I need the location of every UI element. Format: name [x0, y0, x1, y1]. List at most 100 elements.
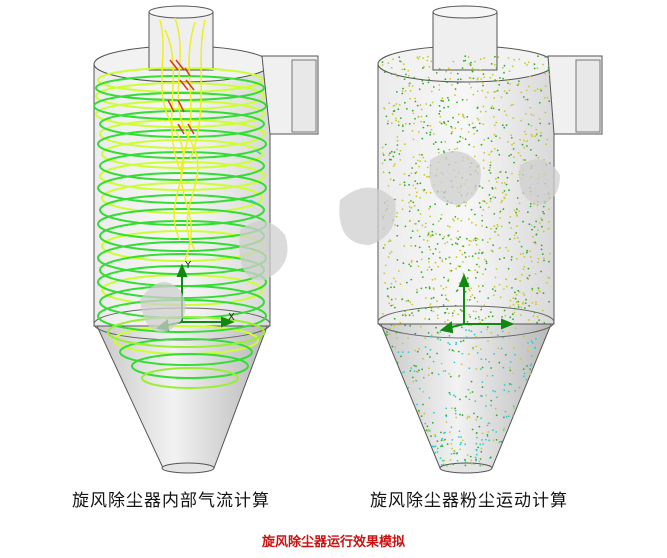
dust-particle [423, 121, 425, 123]
dust-particle [457, 238, 460, 241]
dust-particle [491, 288, 494, 290]
dust-particle [399, 60, 401, 62]
dust-particle [478, 252, 480, 254]
dust-particle [396, 144, 399, 146]
dust-particle [496, 181, 498, 183]
dust-particle [460, 219, 463, 222]
dust-particle [512, 414, 514, 417]
dust-particle [428, 287, 431, 290]
dust-particle [493, 97, 496, 99]
dust-particle [468, 329, 471, 332]
dust-particle [525, 133, 527, 136]
dust-particle [461, 439, 464, 442]
dust-particle [505, 92, 508, 94]
dust-particle [537, 55, 539, 58]
dust-particle [455, 237, 458, 239]
dust-particle [494, 187, 497, 190]
dust-particle [414, 349, 417, 352]
dust-particle [502, 77, 504, 80]
airflow-streamlines [93, 17, 267, 389]
dust-particle [474, 269, 477, 271]
dust-particle [525, 378, 528, 381]
dust-particle [440, 141, 443, 144]
dust-particle [480, 78, 483, 80]
dust-particle [395, 103, 398, 105]
dust-particle [442, 370, 445, 372]
dust-particle [472, 126, 475, 129]
dust-particle [515, 232, 518, 234]
dust-particle [488, 180, 490, 182]
dust-particle [503, 126, 506, 129]
dust-particle [482, 84, 484, 87]
dust-particle [496, 396, 498, 399]
dust-particle [461, 310, 463, 312]
dust-particle [418, 153, 421, 156]
dust-particle [456, 459, 459, 462]
dust-particle [522, 292, 525, 295]
dust-particle [445, 258, 447, 260]
dust-particle [475, 336, 477, 338]
dust-particle [504, 354, 507, 356]
dust-particle [534, 135, 537, 138]
dust-particle [461, 414, 464, 417]
dust-particle [509, 83, 512, 85]
dust-particle [420, 120, 422, 123]
dust-particle [391, 345, 394, 348]
dust-particle [541, 253, 544, 256]
dust-particle [417, 265, 420, 268]
dust-particle [422, 390, 425, 393]
dust-particle [529, 373, 532, 376]
dust-particle [477, 316, 480, 318]
dust-particle [414, 100, 417, 103]
dust-particle [487, 297, 490, 299]
dust-particle [492, 389, 494, 392]
dust-particle [537, 229, 539, 232]
dust-particle [473, 462, 476, 465]
dust-particle [401, 372, 403, 374]
dust-particle [445, 407, 448, 410]
dust-particle [394, 298, 397, 300]
dust-particle [438, 251, 441, 254]
dust-particle [404, 225, 407, 228]
dust-particle [408, 82, 410, 85]
dust-particle [534, 242, 537, 245]
dust-particle [455, 267, 457, 270]
dust-particle [482, 273, 484, 275]
dust-particle [390, 150, 393, 153]
dust-particle [462, 115, 465, 117]
dust-particle [498, 83, 501, 86]
dust-particle [518, 58, 521, 61]
dust-particle [526, 98, 529, 101]
dust-particle [420, 271, 423, 273]
dust-particle [483, 139, 486, 141]
dust-particle [451, 439, 454, 441]
dust-particle [447, 67, 450, 70]
dust-particle [480, 308, 483, 311]
dust-particle [403, 371, 405, 373]
dust-particle [434, 261, 437, 264]
dust-particle [406, 281, 408, 284]
dust-particle [498, 283, 501, 286]
dust-particle [454, 304, 457, 307]
dust-particle [495, 227, 498, 230]
dust-particle [426, 239, 429, 242]
dust-particle [425, 115, 428, 117]
dust-particle [430, 234, 432, 237]
dust-particle [448, 334, 451, 337]
dust-particle [481, 214, 483, 217]
dust-particle [548, 276, 551, 279]
dust-particle [476, 238, 479, 240]
dust-particle [452, 218, 454, 221]
dust-particle [509, 238, 511, 241]
dust-particle [536, 204, 539, 207]
dust-particle [456, 452, 459, 455]
dust-particle [428, 318, 431, 321]
dust-particle [396, 148, 398, 151]
dust-particle [392, 105, 395, 107]
dust-particle [497, 80, 499, 82]
dust-particle [457, 350, 460, 353]
dust-particle [470, 330, 473, 333]
dust-particle [484, 317, 487, 320]
dust-particle [461, 98, 464, 101]
dust-particle [422, 357, 424, 360]
